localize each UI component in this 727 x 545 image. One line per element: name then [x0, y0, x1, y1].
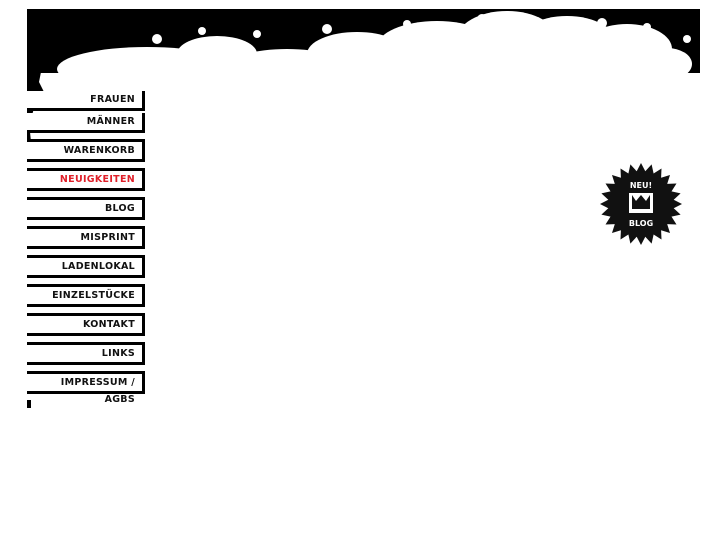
nav-neuigkeiten[interactable]: NEUIGKEITEN	[27, 168, 145, 191]
nav-label: FRAUEN	[90, 94, 135, 105]
nav-frauen[interactable]: FRAUEN	[27, 91, 145, 111]
sidebar-end-mark	[27, 400, 31, 408]
nav-label: EINZELSTÜCKE	[52, 290, 135, 301]
badge-top-text: NEU!	[630, 181, 652, 190]
nav-einzelstuecke[interactable]: EINZELSTÜCKE	[27, 284, 145, 307]
nav-label: NEUIGKEITEN	[59, 174, 135, 185]
nav-label: MISPRINT	[80, 232, 135, 243]
nav-warenkorb[interactable]: WARENKORB	[27, 139, 145, 162]
nav-impressum-agbs[interactable]: IMPRESSUM / AGBS	[27, 371, 145, 405]
nav-label: BLOG	[104, 203, 135, 214]
nav-blog[interactable]: BLOG	[27, 197, 145, 220]
crown-logo-icon	[629, 193, 653, 213]
new-blog-badge[interactable]: NEU! BLOG	[600, 163, 682, 245]
nav-label: LINKS	[101, 348, 135, 359]
nav-maenner[interactable]: MÄNNER	[27, 113, 145, 133]
nav-label: WARENKORB	[63, 145, 135, 156]
nav-label: KONTAKT	[83, 319, 135, 330]
header-banner	[27, 9, 700, 73]
nav-ladenlokal[interactable]: LADENLOKAL	[27, 255, 145, 278]
nav-label: IMPRESSUM / AGBS	[60, 377, 135, 405]
nav-label: LADENLOKAL	[61, 261, 135, 272]
nav-links[interactable]: LINKS	[27, 342, 145, 365]
nav-misprint[interactable]: MISPRINT	[27, 226, 145, 249]
nav-label: MÄNNER	[86, 116, 135, 127]
nav-kontakt[interactable]: KONTAKT	[27, 313, 145, 336]
badge-bottom-text: BLOG	[629, 219, 653, 228]
